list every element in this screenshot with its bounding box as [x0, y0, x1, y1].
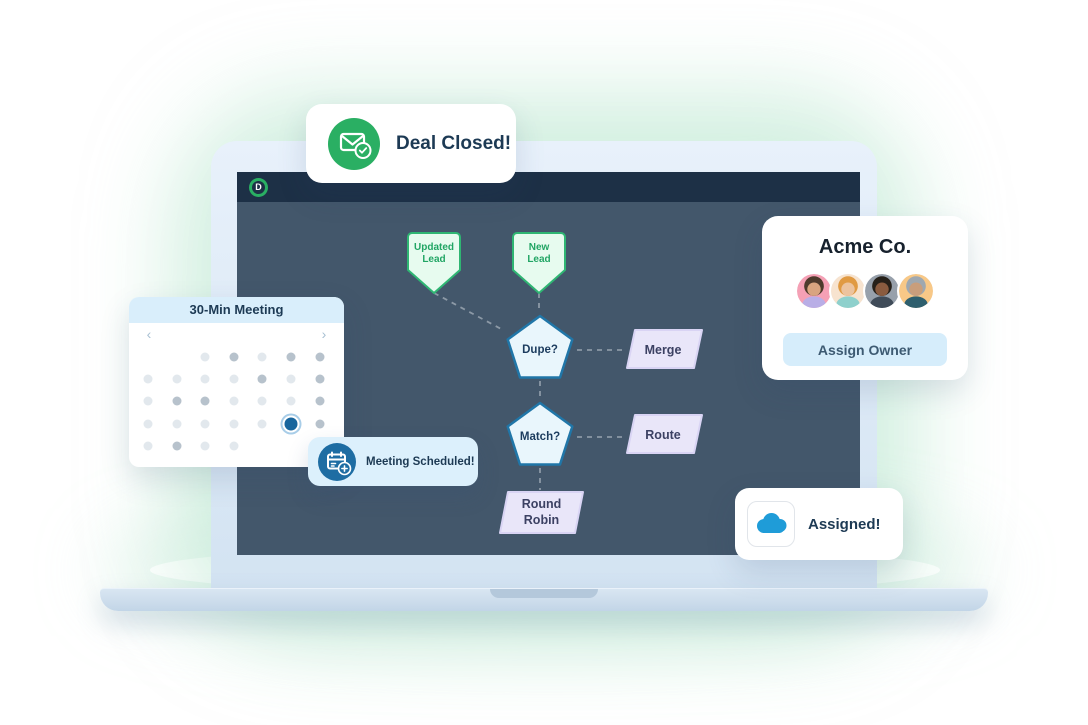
new-lead-label[interactable]: New Lead: [527, 242, 551, 265]
acme-card: Acme Co. Assign Owner: [762, 216, 968, 380]
dupe-shape: [506, 314, 574, 379]
calendar-day-dot[interactable]: [172, 396, 182, 406]
round-robin-shape: [499, 491, 584, 534]
lead-banners[interactable]: [407, 232, 566, 294]
merge-label[interactable]: Merge: [644, 343, 682, 357]
calendar-day-dot[interactable]: [200, 374, 210, 384]
calendar-day-dot[interactable]: [315, 352, 325, 362]
route-shape: [626, 414, 703, 454]
avatar-woman-afro: [863, 272, 901, 310]
flow-canvas: Updated Lead New Lead Dupe? Merge Match?…: [237, 202, 860, 555]
avatar-man-glasses: [897, 272, 935, 310]
avatar-man-pink: [795, 272, 833, 310]
app-logo-letter: D: [252, 180, 265, 194]
app-logo-icon: D: [249, 177, 268, 197]
deal-closed-label: Deal Closed!: [396, 132, 512, 154]
acme-title: Acme Co.: [818, 236, 912, 258]
merge-shape: [626, 329, 703, 369]
calendar-day-dot[interactable]: [257, 396, 267, 406]
calendar-day-dot[interactable]: [257, 419, 267, 429]
calendar-day-dot[interactable]: [200, 419, 210, 429]
calendar-day-dot[interactable]: [229, 374, 239, 384]
calendar-day-dot[interactable]: [229, 352, 239, 362]
action-parallelograms[interactable]: [499, 329, 703, 534]
calendar-day-dot[interactable]: [229, 419, 239, 429]
route-label[interactable]: Route: [645, 428, 681, 442]
calendar-day-dot[interactable]: [315, 419, 325, 429]
calendar-day-dot[interactable]: [200, 352, 210, 362]
decision-pentagons[interactable]: [506, 314, 574, 466]
flow-connectors: [433, 292, 627, 490]
calendar-day-dot[interactable]: [143, 396, 153, 406]
calendar-day-dot[interactable]: [143, 419, 153, 429]
laptop-base: [100, 588, 988, 611]
match-label[interactable]: Match?: [519, 431, 561, 443]
assigned-label: Assigned!: [808, 515, 881, 533]
calendar-day-selected[interactable]: [284, 417, 298, 431]
avatar-row: [762, 272, 968, 310]
calendar-add-icon: [318, 442, 356, 481]
dupe-label[interactable]: Dupe?: [522, 344, 558, 356]
calendar-day-dot[interactable]: [257, 374, 267, 384]
meeting-scheduled-label: Meeting Scheduled!: [366, 455, 475, 468]
envelope-check-icon: [328, 117, 380, 170]
flow-diagram: [407, 232, 703, 534]
calendar-day-dot[interactable]: [172, 441, 182, 451]
calendar-day-dot[interactable]: [315, 396, 325, 406]
match-shape: [506, 401, 574, 466]
calendar-day-dot[interactable]: [286, 396, 296, 406]
calendar-day-dot[interactable]: [229, 441, 239, 451]
calendar-day-dot[interactable]: [143, 441, 153, 451]
chevron-left-icon[interactable]: ‹: [146, 326, 152, 342]
calendar-day-dot[interactable]: [286, 352, 296, 362]
deal-closed-card: Deal Closed!: [306, 104, 516, 183]
salesforce-logo-box: [747, 501, 795, 547]
calendar-day-dot[interactable]: [229, 396, 239, 406]
updated-lead-label[interactable]: Updated Lead: [414, 242, 454, 265]
meeting-scheduled-card: Meeting Scheduled!: [308, 437, 478, 486]
calendar-title: 30-Min Meeting: [129, 297, 344, 323]
updated-lead-shape: [407, 232, 461, 294]
round-robin-label[interactable]: Round Robin: [521, 497, 562, 527]
calendar-day-grid: [129, 297, 344, 467]
new-lead-shape: [512, 232, 566, 294]
calendar-day-dot[interactable]: [286, 374, 296, 384]
calendar-day-dot[interactable]: [172, 419, 182, 429]
calendar-day-dot[interactable]: [143, 374, 153, 384]
calendar-day-dot[interactable]: [257, 352, 267, 362]
assign-owner-button[interactable]: Assign Owner: [783, 333, 947, 366]
calendar-day-dot[interactable]: [200, 441, 210, 451]
calendar-day-dot[interactable]: [315, 374, 325, 384]
calendar-day-dot[interactable]: [200, 396, 210, 406]
chevron-right-icon[interactable]: ›: [321, 326, 327, 342]
laptop-notch: [490, 589, 598, 598]
assigned-card: Assigned!: [735, 488, 903, 560]
calendar-day-dot[interactable]: [172, 374, 182, 384]
avatar-woman-curly: [829, 272, 867, 310]
meeting-calendar-card: 30-Min Meeting ‹ ›: [129, 297, 344, 467]
salesforce-cloud-icon: [757, 513, 787, 533]
